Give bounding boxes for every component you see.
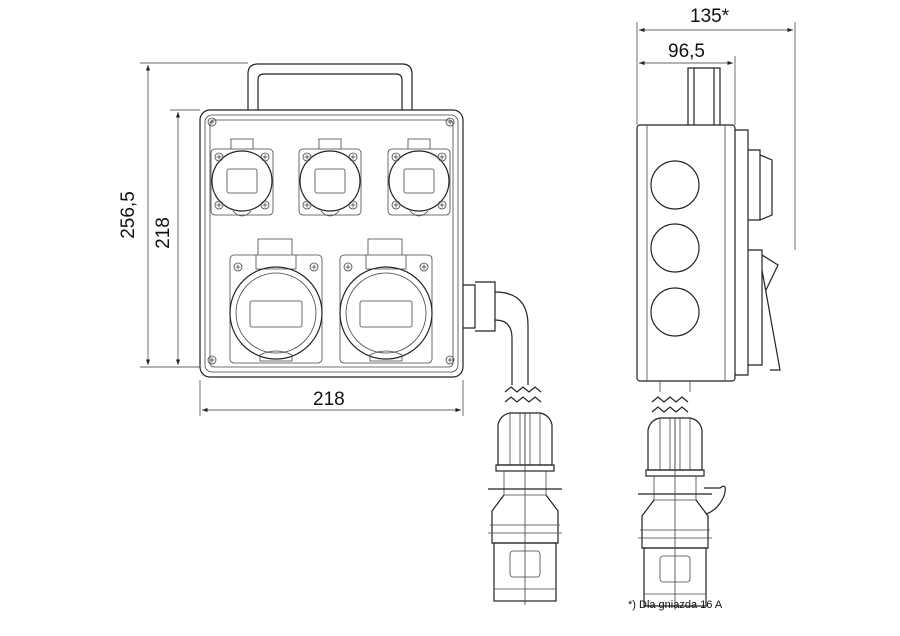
dim-front-height-box: 218 — [153, 217, 174, 249]
dim-side-depth-box: 96,5 — [668, 41, 705, 62]
plug-side — [637, 417, 713, 611]
handle-side — [687, 67, 721, 125]
dimension-lines — [140, 22, 796, 416]
front-view — [199, 63, 563, 606]
cable-gland — [463, 281, 496, 332]
plug-front — [487, 412, 563, 606]
carry-handle — [247, 63, 413, 110]
side-view — [636, 67, 781, 611]
dim-side-depth-total: 135* — [690, 6, 730, 27]
socket-230v-3 — [388, 139, 450, 216]
dim-front-width: 218 — [313, 389, 345, 410]
socket-230v-2 — [299, 139, 361, 216]
dim-front-height-total: 256,5 — [118, 191, 139, 239]
socket-230v-1 — [211, 139, 273, 216]
footnote: *) Dla gniazda 16 A — [628, 599, 723, 611]
socket-cee-1 — [230, 239, 322, 363]
enclosure — [199, 109, 464, 378]
socket-cee-2 — [340, 239, 432, 363]
cable — [494, 291, 529, 385]
